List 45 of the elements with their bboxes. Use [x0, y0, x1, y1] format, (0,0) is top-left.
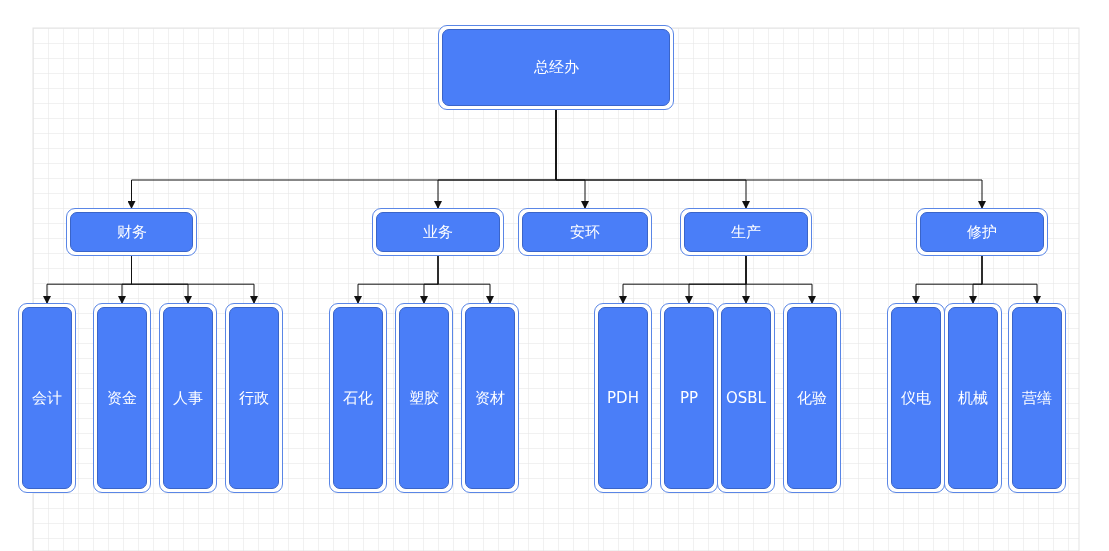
org-box	[518, 208, 652, 256]
org-box	[18, 303, 76, 493]
org-box	[887, 303, 945, 493]
box-label: 仪电	[901, 388, 931, 408]
org-box	[329, 303, 387, 493]
box-label: PP	[679, 389, 699, 407]
org-box	[944, 303, 1002, 493]
org-box	[594, 303, 652, 493]
connector-arrow	[437, 255, 494, 304]
box-label: 塑胶	[409, 388, 439, 408]
box-label: 生产	[731, 222, 761, 242]
org-box	[159, 303, 217, 493]
org-box	[717, 303, 775, 493]
connector-arrow	[131, 255, 258, 304]
box-label: 机械	[958, 388, 988, 408]
box-label: 总经办	[533, 58, 579, 77]
org-box	[461, 303, 519, 493]
org-box	[916, 208, 1048, 256]
org-box	[395, 303, 453, 493]
org-box	[66, 208, 197, 256]
box-label: 会计	[32, 388, 62, 408]
connector-arrow	[555, 109, 986, 209]
connector-arrow	[981, 255, 1041, 304]
box-label: 石化	[343, 388, 373, 408]
org-box	[372, 208, 504, 256]
box-label: 业务	[423, 222, 453, 242]
org-box	[93, 303, 151, 493]
box-label: 财务	[116, 222, 147, 242]
box-label: OSBL	[726, 389, 766, 407]
box-label: 资材	[475, 388, 505, 408]
box-label: 行政	[239, 388, 269, 408]
box-label: 营缮	[1022, 388, 1052, 408]
org-box	[1008, 303, 1066, 493]
box-label: 修护	[967, 222, 997, 242]
box-label: 安环	[570, 222, 600, 242]
org-box	[225, 303, 283, 493]
root-box	[438, 25, 674, 110]
box-label: 化验	[797, 388, 827, 408]
org-box	[680, 208, 812, 256]
box-label: 人事	[173, 388, 203, 408]
org-box	[660, 303, 718, 493]
connector-arrow	[745, 255, 816, 304]
org-box	[783, 303, 841, 493]
box-label: 资金	[107, 388, 137, 408]
box-label: PDH	[607, 389, 639, 407]
